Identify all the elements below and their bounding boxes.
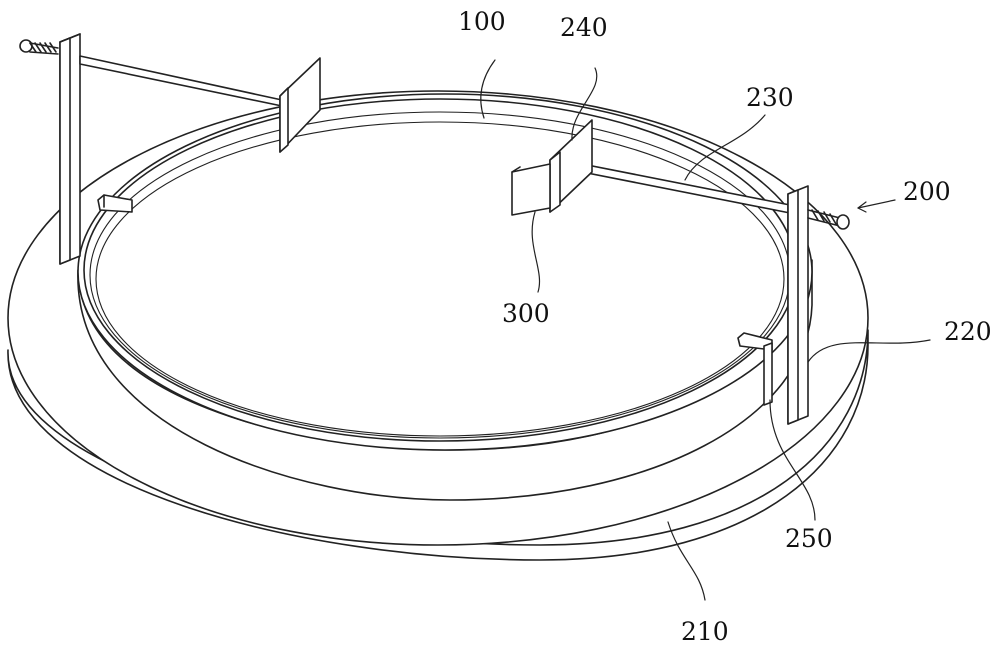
label-240: 240	[560, 13, 608, 42]
small-plate	[512, 164, 550, 215]
label-230: 230	[746, 83, 794, 112]
right-post	[788, 186, 808, 424]
label-200: 200	[903, 177, 951, 206]
left-screw	[20, 40, 58, 54]
left-post	[60, 34, 80, 264]
label-100: 100	[458, 7, 506, 36]
label-220: 220	[944, 317, 992, 346]
left-rod	[80, 56, 282, 106]
label-250: 250	[785, 524, 833, 553]
workpiece-disc	[84, 99, 796, 441]
label-210: 210	[681, 617, 729, 646]
label-300: 300	[502, 299, 550, 328]
